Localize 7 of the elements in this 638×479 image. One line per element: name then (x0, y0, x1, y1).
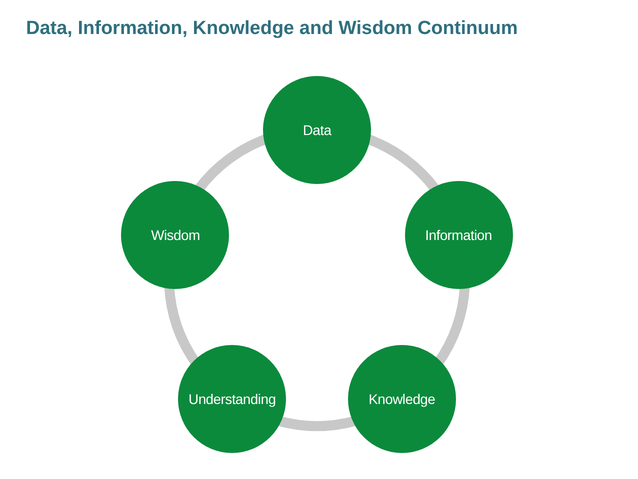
node-label: Understanding (188, 391, 276, 408)
node-label: Knowledge (368, 391, 436, 408)
node-label: Information (425, 226, 492, 243)
ring-connector (277, 416, 357, 431)
title: Data, Information, Knowledge and Wisdom Continuum (26, 18, 518, 40)
node-label: Data (302, 122, 332, 138)
node-label: Wisdom (151, 226, 200, 243)
